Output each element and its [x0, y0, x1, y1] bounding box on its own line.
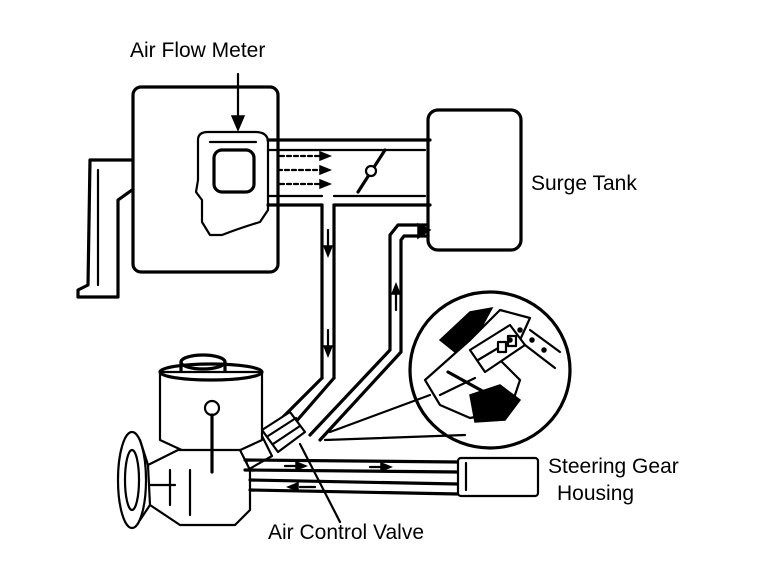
surge-tank-label: Surge Tank — [531, 172, 637, 195]
air-control-valve-pointer — [298, 442, 342, 524]
power-steering-pump — [116, 430, 252, 530]
steering-gear-label-line1: Steering Gear — [548, 455, 679, 478]
air-control-valve-label: Air Control Valve — [268, 521, 425, 544]
steering-gear-housing — [456, 456, 540, 498]
air-cleaner-box — [131, 85, 280, 274]
pump-pulley — [116, 430, 148, 530]
throttle-valve — [356, 148, 387, 194]
steering-gear-label-line2: Housing — [557, 482, 635, 505]
power-steering-reservoir — [158, 353, 264, 454]
air-cleaner-inlet — [76, 158, 134, 299]
intake-pipe — [266, 138, 432, 207]
air-flow-meter — [194, 130, 270, 237]
air-flow-meter-label: Air Flow Meter — [130, 39, 266, 62]
bypass-hose-inlet — [273, 203, 336, 434]
steering-lines — [243, 458, 460, 496]
surge-tank — [426, 108, 523, 252]
bypass-hose-outlet — [308, 222, 432, 442]
valve-detail-callout — [323, 290, 572, 450]
flow-arrows — [276, 150, 333, 190]
air-flow-meter-pointer — [230, 72, 246, 132]
